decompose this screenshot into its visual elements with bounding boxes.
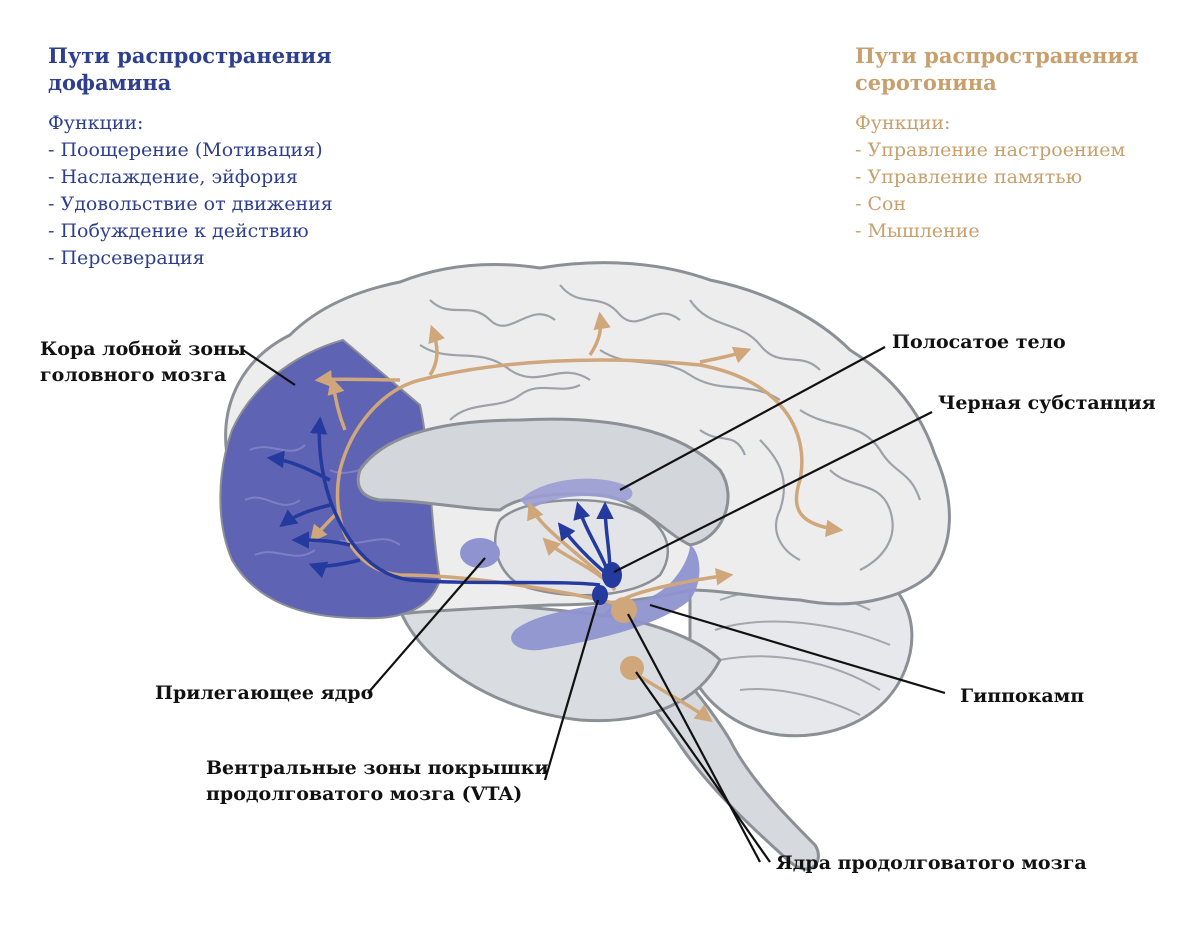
frontal-cortex-label-line2: головного мозга [40, 364, 226, 386]
nucleus-accumbens-label: Прилегающее ядро [155, 680, 373, 706]
vta-label: Вентральные зоны покрышки продолговатого… [206, 755, 549, 807]
raphe-upper-dot [611, 597, 637, 623]
substantia-nigra-label: Черная субстанция [938, 390, 1156, 416]
hippocampus-label: Гиппокамп [960, 683, 1084, 709]
raphe-nuclei-label: Ядра продолговатого мозга [776, 850, 1087, 876]
frontal-cortex-label-line1: Кора лобной зоны [40, 338, 246, 360]
vta-label-line2: продолговатого мозга (VTA) [206, 783, 522, 805]
frontal-cortex-label: Кора лобной зоны головного мозга [40, 336, 246, 388]
vta-dot [592, 585, 608, 605]
vta-label-line1: Вентральные зоны покрышки [206, 757, 549, 779]
substantia-nigra-dot [602, 562, 622, 588]
striatum-label: Полосатое тело [892, 329, 1066, 355]
